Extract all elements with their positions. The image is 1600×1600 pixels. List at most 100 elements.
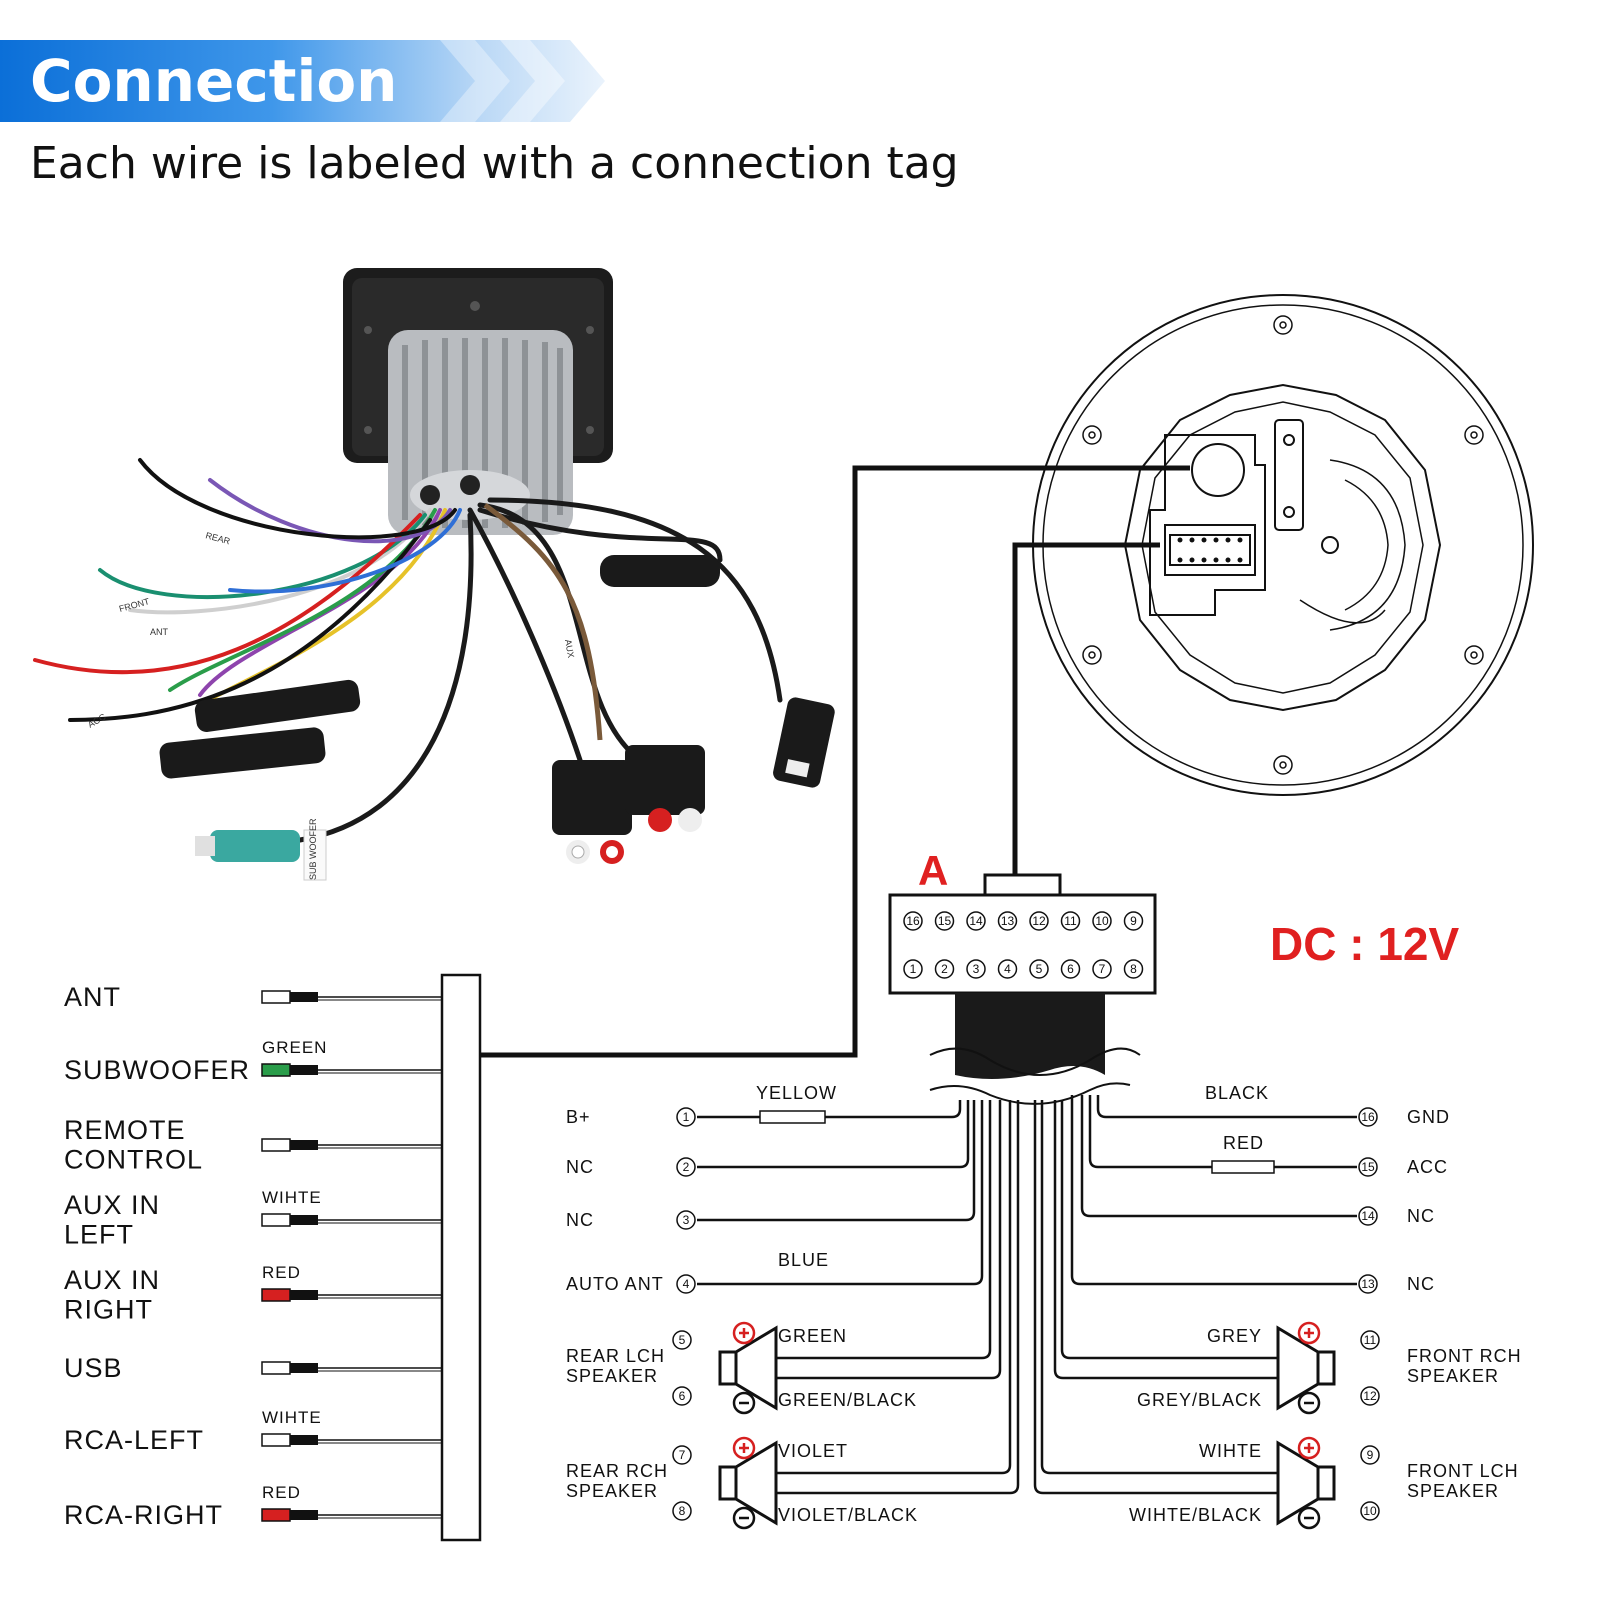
connector-pin: 10	[1092, 911, 1112, 931]
device-label: RCA-RIGHT	[64, 1500, 223, 1530]
pin-number: 1	[910, 962, 917, 976]
wire-pin: 4	[676, 1274, 696, 1294]
pin-number: 9	[1367, 1448, 1374, 1462]
color-tag: RED	[262, 1263, 301, 1282]
plus-icon	[1297, 1321, 1321, 1345]
connector-pin: 5	[1029, 959, 1049, 979]
speaker-icon	[718, 1440, 778, 1526]
feed-lines	[480, 465, 1190, 1058]
plug-icon	[261, 1138, 291, 1152]
plus-icon	[732, 1321, 756, 1345]
pin-function: B+	[566, 1107, 591, 1127]
pin-number: 7	[1099, 962, 1106, 976]
pin-number: 12	[1363, 1389, 1377, 1403]
minus-icon	[732, 1391, 756, 1415]
wire-color-label: BLACK	[1205, 1083, 1269, 1103]
wire-color-label: WIHTE/BLACK	[1129, 1505, 1262, 1525]
connector-pin: 2	[934, 959, 955, 979]
plug-icon	[261, 1433, 291, 1447]
speaker-icon	[1276, 1325, 1336, 1411]
color-tag: WIHTE	[262, 1188, 322, 1207]
left-panel-item: USB	[64, 1353, 442, 1383]
pin-function: NC	[1407, 1274, 1435, 1294]
speaker-icon	[718, 1325, 778, 1411]
left-panel-bus	[440, 973, 482, 1542]
pin-number: 11	[1364, 1333, 1377, 1347]
wire-pin: 11	[1360, 1330, 1380, 1350]
connector-pin: 4	[997, 959, 1018, 979]
minus-icon	[1297, 1506, 1321, 1530]
wire-pin: 13	[1358, 1274, 1378, 1294]
pin-number: 13	[1001, 914, 1015, 928]
pin-number: 5	[1036, 962, 1043, 976]
plug-icon	[261, 990, 291, 1004]
minus-icon	[1297, 1391, 1321, 1415]
fuse-icon	[759, 1110, 826, 1124]
pin-number: 2	[683, 1160, 690, 1174]
connector-pin: 1	[903, 959, 923, 979]
pin-number: 9	[1130, 914, 1137, 928]
color-tag: WIHTE	[262, 1408, 322, 1427]
pin-number: 4	[1004, 962, 1011, 976]
connector-pin: 13	[997, 911, 1018, 931]
connector-pin: 11	[1060, 911, 1081, 931]
plus-icon	[732, 1436, 756, 1460]
pin-number: 2	[941, 962, 948, 976]
pin-number: 16	[1361, 1110, 1375, 1124]
wire-color-label: RED	[1223, 1133, 1264, 1153]
device-label: USB	[64, 1353, 123, 1383]
pin-wires	[697, 1095, 1357, 1495]
plug-icon	[261, 1508, 291, 1522]
photo-tag-ant: ANT	[150, 627, 169, 637]
harness-bundle	[929, 1047, 1141, 1105]
pin-function: GND	[1407, 1107, 1450, 1127]
wire-pin: 6	[672, 1386, 692, 1406]
wire-color-label: BLUE	[778, 1250, 829, 1270]
photo-tag-acc: ACC	[86, 711, 108, 729]
wire-color-label: WIHTE	[1199, 1441, 1262, 1461]
plus-icon	[1297, 1436, 1321, 1460]
pin-number: 10	[1363, 1504, 1377, 1518]
minus-icon	[732, 1506, 756, 1530]
connector-pin: 6	[1060, 959, 1081, 979]
connector-pin: 3	[966, 959, 986, 979]
plug-icon	[261, 1213, 291, 1227]
pin-number: 3	[973, 962, 980, 976]
wire-color-label: VIOLET	[778, 1441, 848, 1461]
color-tag: GREEN	[262, 1038, 327, 1057]
pin-number: 10	[1095, 914, 1109, 928]
connector-pin: 14	[966, 911, 986, 931]
pin-number: 4	[683, 1277, 690, 1291]
pin-number: 11	[1064, 914, 1077, 928]
speaker-icon	[1276, 1440, 1336, 1526]
pin-number: 7	[679, 1448, 686, 1462]
power-spec: DC : 12V	[1270, 918, 1459, 970]
pin-function: ACC	[1407, 1157, 1448, 1177]
wire-color-label: YELLOW	[756, 1083, 837, 1103]
connector-pin: 16	[903, 911, 923, 931]
pin-number: 15	[938, 914, 952, 928]
pin-number: 3	[683, 1213, 690, 1227]
wire-pin: 14	[1358, 1206, 1378, 1226]
color-tag: RED	[262, 1483, 301, 1502]
connector-pin: 7	[1092, 959, 1112, 979]
wire-pin: 10	[1360, 1501, 1380, 1521]
photo-tag-subwoofer: SUB WOOFER	[308, 818, 318, 880]
fuse-icon	[1211, 1160, 1275, 1174]
wire-pin: 7	[672, 1445, 692, 1465]
device-label: RCA-LEFT	[64, 1425, 204, 1455]
wire-pin: 16	[1358, 1107, 1378, 1127]
pin-number: 1	[683, 1110, 690, 1124]
